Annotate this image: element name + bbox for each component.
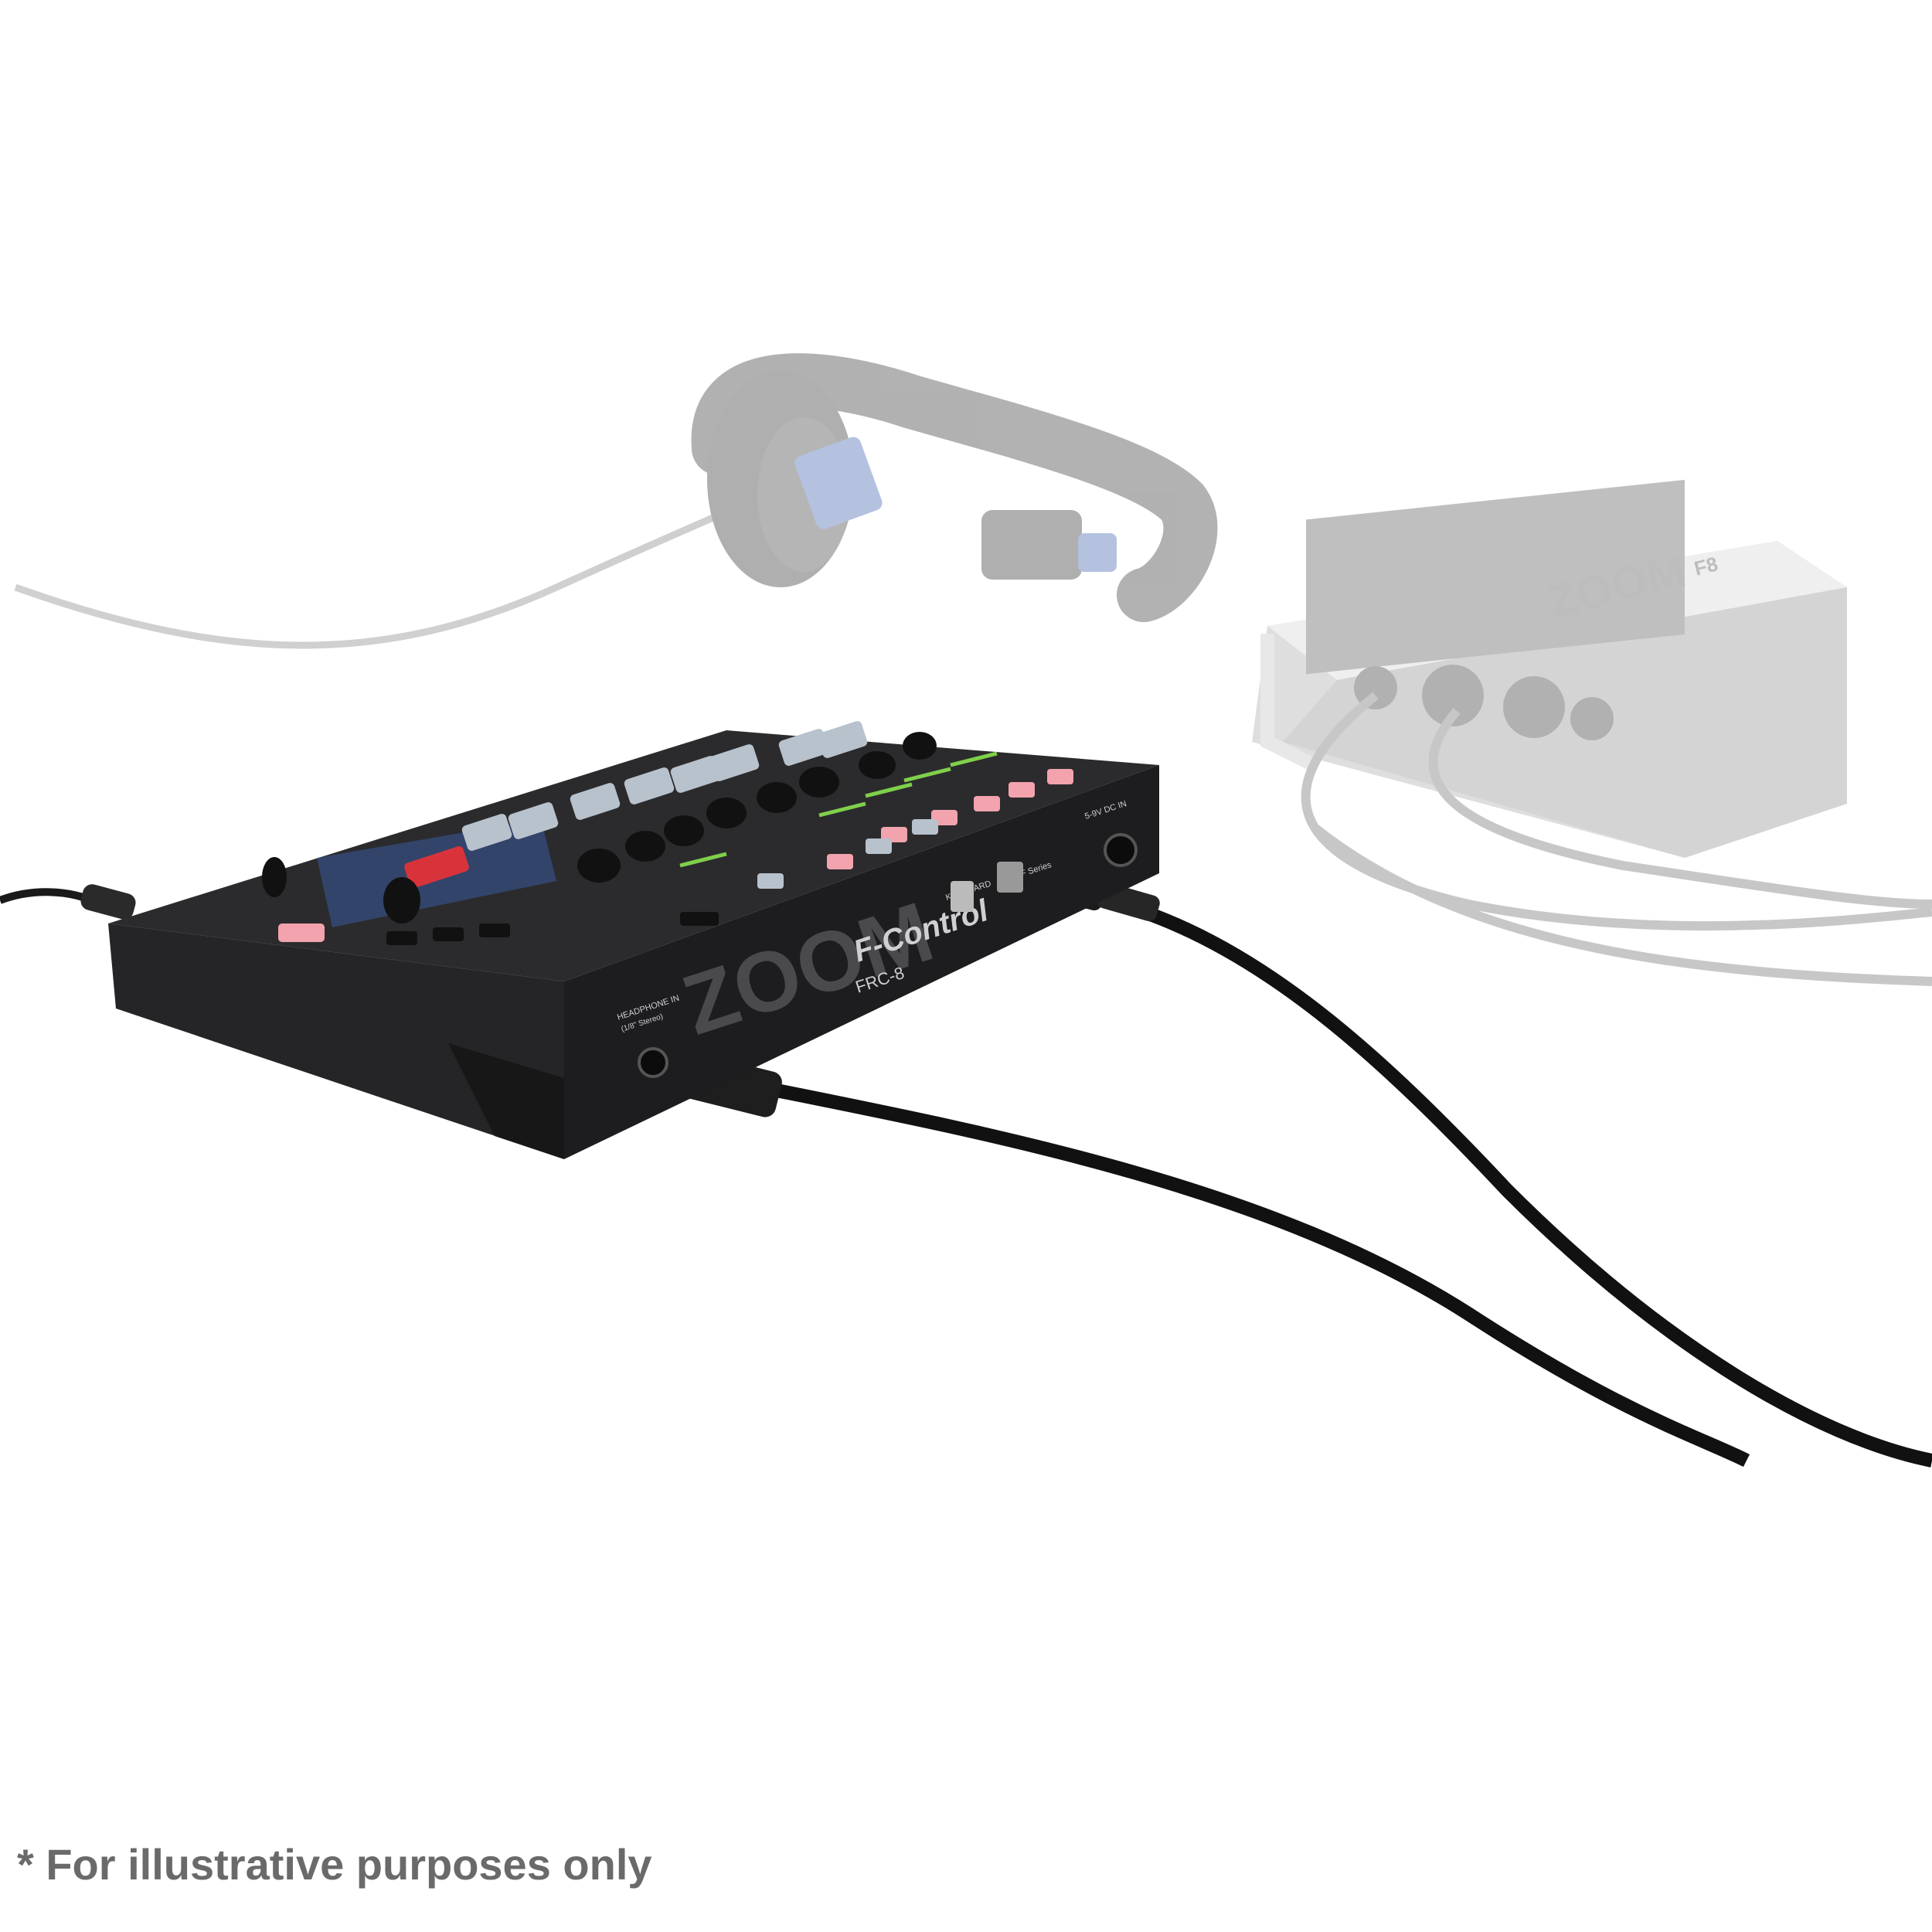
headphones-image [14, 353, 1218, 649]
f-control-device: ZOOM F-Control FRC-8 KEYBOARD TO F Serie… [108, 721, 1159, 1159]
fader-bank [404, 721, 868, 888]
recorder-model-label: F8 [1692, 552, 1720, 580]
button-row [278, 769, 1073, 945]
usb-port [951, 881, 974, 912]
dc-jack [1104, 833, 1138, 867]
disclaimer-caption: * For illustrative purposes only [17, 1840, 652, 1889]
headphone-jack [638, 1047, 668, 1078]
recorder-image [1252, 479, 1932, 986]
usb-b-port [997, 862, 1023, 893]
knob-row [262, 732, 937, 923]
cables [0, 859, 1932, 1468]
level-meters [679, 751, 998, 868]
